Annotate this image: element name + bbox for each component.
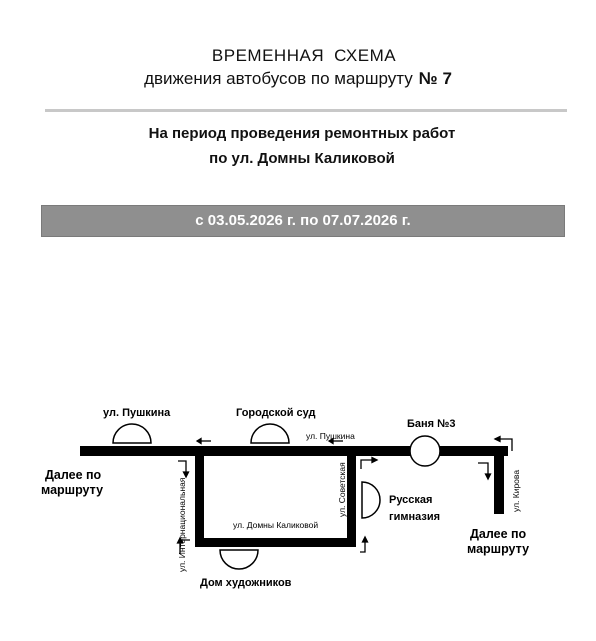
stop-labels: ул. Пушкина Городской суд Баня №3 Русска… [103, 407, 456, 589]
period-note-line2: по ул. Домны Каликовой [209, 150, 395, 167]
title-word-1: ВРЕМЕННАЯ [211, 46, 325, 65]
schema-subtitle: движения автобусов по маршруту № 7 [0, 69, 596, 89]
date-banner: с 03.05.2026 г. по 07.07.2026 г. [41, 205, 565, 237]
street-label-internatsionalnaya: ул. Интернациональная [177, 477, 187, 572]
street-label-sovetskaya: ул. Советская [337, 462, 347, 517]
arrow-down-icon [478, 462, 492, 481]
street-labels: ул. Пушкина ул. Домны Каликовой ул. Инте… [177, 431, 521, 572]
schema-title: ВРЕМЕННАЯ СХЕМА [0, 46, 596, 66]
arrow-left-icon [195, 437, 211, 445]
street-label-domny: ул. Домны Каликовой [233, 520, 318, 530]
road-domny-kalikovoy [195, 538, 356, 547]
stop-gorodskoy-sud-marker [250, 423, 290, 444]
stop-label-banya: Баня №3 [407, 418, 456, 430]
road-kirova [494, 446, 504, 514]
stop-banya-marker [409, 435, 441, 467]
direction-arrows [176, 435, 513, 554]
route-number: № 7 [418, 69, 452, 88]
arrow-up-icon [360, 535, 369, 553]
further-right-line1: Далее по [470, 527, 527, 541]
stop-dom-khudozhnikov-marker [219, 549, 259, 570]
stop-russkaya-gimnaziya-marker [361, 481, 381, 519]
arrow-up-icon [176, 536, 190, 554]
arrow-left-icon [327, 437, 343, 445]
road-pushkina [80, 446, 508, 456]
arrow-right-up-icon [493, 435, 513, 451]
further-left-line1: Далее по [45, 468, 102, 482]
route-description: движения автобусов по маршруту [144, 69, 413, 88]
period-note-line1: На период проведения ремонтных работ [148, 125, 456, 142]
road-internatsionalnaya [195, 454, 204, 546]
stop-label-dom-khudozhnikov: Дом художников [200, 577, 292, 589]
stops [112, 423, 441, 570]
roads [80, 446, 508, 547]
further-right-line2: маршруту [467, 542, 529, 556]
stop-label-pushkina: ул. Пушкина [103, 407, 171, 419]
further-left-line2: маршруту [41, 483, 103, 497]
title-word-2: СХЕМА [334, 46, 397, 65]
stop-pushkina-marker [112, 423, 152, 444]
road-sovetskaya [347, 454, 356, 547]
stop-label-russkaya-line1: Русская [389, 494, 432, 506]
divider [45, 109, 567, 112]
street-label-pushkina: ул. Пушкина [306, 431, 355, 441]
street-label-kirova: ул. Кирова [511, 470, 521, 512]
stop-label-russkaya-line2: гимназия [389, 511, 440, 523]
arrow-down-icon [178, 460, 190, 479]
stop-label-gorodskoy-sud: Городской суд [236, 407, 316, 419]
continuation-labels: Далее по маршруту Далее по маршруту [41, 468, 529, 556]
arrow-right-icon [360, 456, 379, 469]
